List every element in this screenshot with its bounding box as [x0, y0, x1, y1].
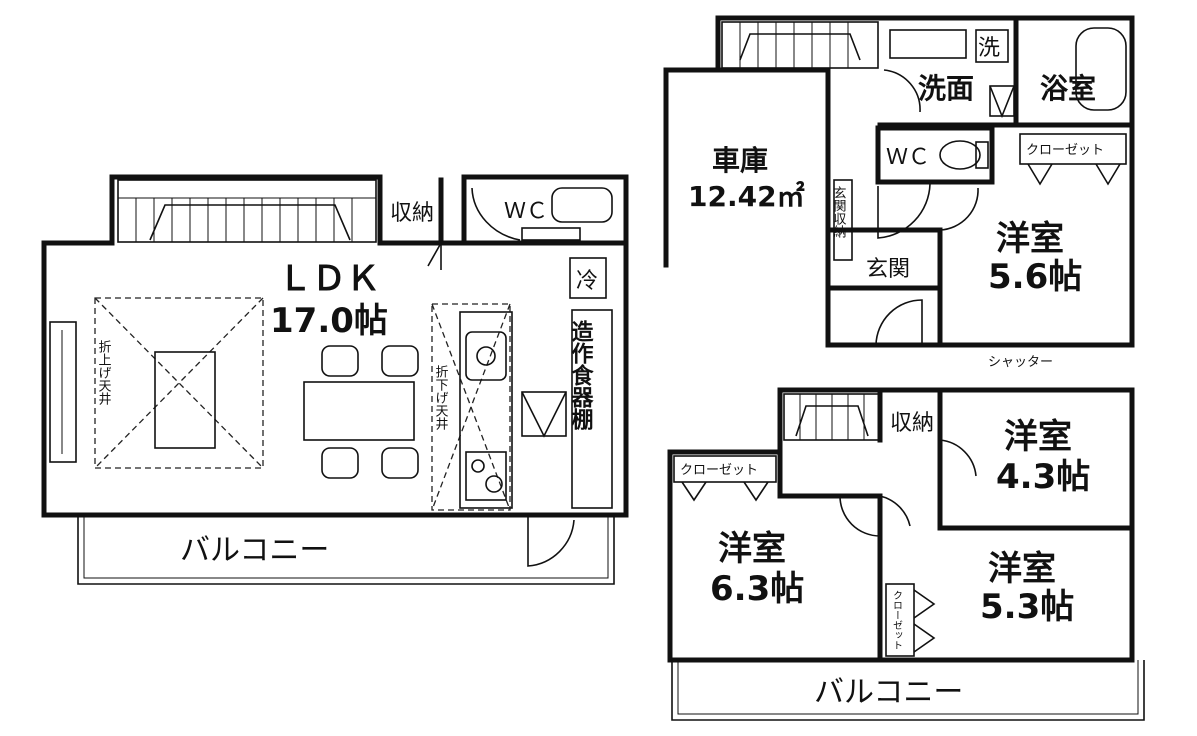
floor2-wc-label: ＷＣ: [504, 199, 548, 224]
floor1-shutter-label: シャッター: [988, 355, 1053, 370]
floor2-cupboard-label: 造作食器棚: [568, 320, 595, 431]
floor1-entry-storage-box: [833, 179, 853, 261]
floor3-closet-b: [673, 455, 777, 483]
floor-2-plan: [41, 174, 629, 585]
floor2-wc: [461, 187, 629, 246]
floor2-ldk-size: 17.0帖: [270, 301, 388, 341]
floor3-western-a-label: 洋室: [1004, 417, 1072, 457]
floor2-lowered-ceiling-label: 折下げ天井: [433, 365, 449, 431]
floor3-room-c-door: [879, 495, 911, 527]
floor3-storage-door: [939, 439, 977, 477]
floor1-washer-box: [975, 29, 1009, 63]
floor2-tv-unit: [49, 321, 77, 463]
floor2-storage: [427, 177, 444, 270]
floor3-western-a-size: 4.3帖: [996, 457, 1090, 497]
floor2-cupboard-strip: [571, 309, 613, 509]
floor2-balcony: [77, 515, 615, 585]
floor2-fridge-label: 冷: [576, 269, 598, 294]
floor3-stairs: [783, 393, 881, 441]
floor1-wc: [875, 125, 995, 239]
floor3-balcony: [671, 660, 1145, 721]
floor2-fridge-box: [569, 257, 607, 299]
floor3-small-closet-label: クローゼット: [891, 590, 903, 650]
floor2-raised-ceiling-label: 折上げ天井: [96, 340, 112, 406]
floor3-closet-small: [885, 583, 915, 657]
floor1-bathtub: [1075, 27, 1127, 111]
floor-1-plan: [663, 15, 1135, 348]
floor2-dining-set: [303, 345, 419, 479]
floor2-door-swing: [527, 515, 575, 567]
floor1-vanity: [889, 29, 967, 59]
floor3-room-b-door: [839, 495, 881, 537]
floor2-kitchen: [431, 303, 567, 511]
floor3-storage-label: 収納: [890, 411, 934, 436]
floor1-bath-label: 浴室: [1040, 72, 1096, 105]
floor1-room-door: [939, 187, 979, 231]
floor3-western-b-label: 洋室: [718, 529, 786, 569]
floor1-garage-size: 12.42㎡: [688, 180, 805, 213]
floor1-wash-cabinet: [989, 85, 1015, 117]
floor2-stairs: [117, 179, 377, 243]
floor3-balcony-label: バルコニー: [814, 675, 963, 710]
floor1-garage-label: 車庫: [712, 144, 768, 177]
floor3-hall-wall: [777, 449, 883, 663]
floor2-balcony-label: バルコニー: [180, 533, 329, 568]
floor3-closet-label: クローゼット: [680, 463, 758, 478]
floor3-western-c-label: 洋室: [988, 549, 1056, 589]
floor1-stairs: [721, 21, 879, 69]
floor1-wash-door: [883, 69, 921, 113]
floor1-washer-label: 洗: [978, 36, 1000, 61]
floor1-closet: [1019, 133, 1127, 165]
floor1-wc-label: ＷＣ: [886, 145, 930, 170]
floor-3-plan: [667, 387, 1145, 721]
floor1-outer-wall: [663, 15, 1135, 348]
floor1-western-size: 5.6帖: [988, 257, 1082, 297]
floor1-entrance-label: 玄関: [866, 257, 910, 282]
floor2-ldk-label: ＬＤＫ: [278, 259, 380, 299]
floor2-storage-label: 収納: [390, 201, 434, 226]
floor1-closet-label: クローゼット: [1026, 143, 1104, 158]
floor2-raised-ceiling: [94, 297, 264, 469]
floor3-western-c-size: 5.3帖: [980, 587, 1074, 627]
floor1-entry-storage-label: 玄関収納: [831, 186, 847, 239]
floor1-washroom-label: 洗面: [918, 72, 974, 105]
floor3-western-b-size: 6.3帖: [710, 569, 804, 609]
floor1-entrance-door: [875, 299, 923, 346]
floor2-outer-wall: [41, 174, 629, 518]
floor1-western-label: 洋室: [996, 219, 1064, 259]
